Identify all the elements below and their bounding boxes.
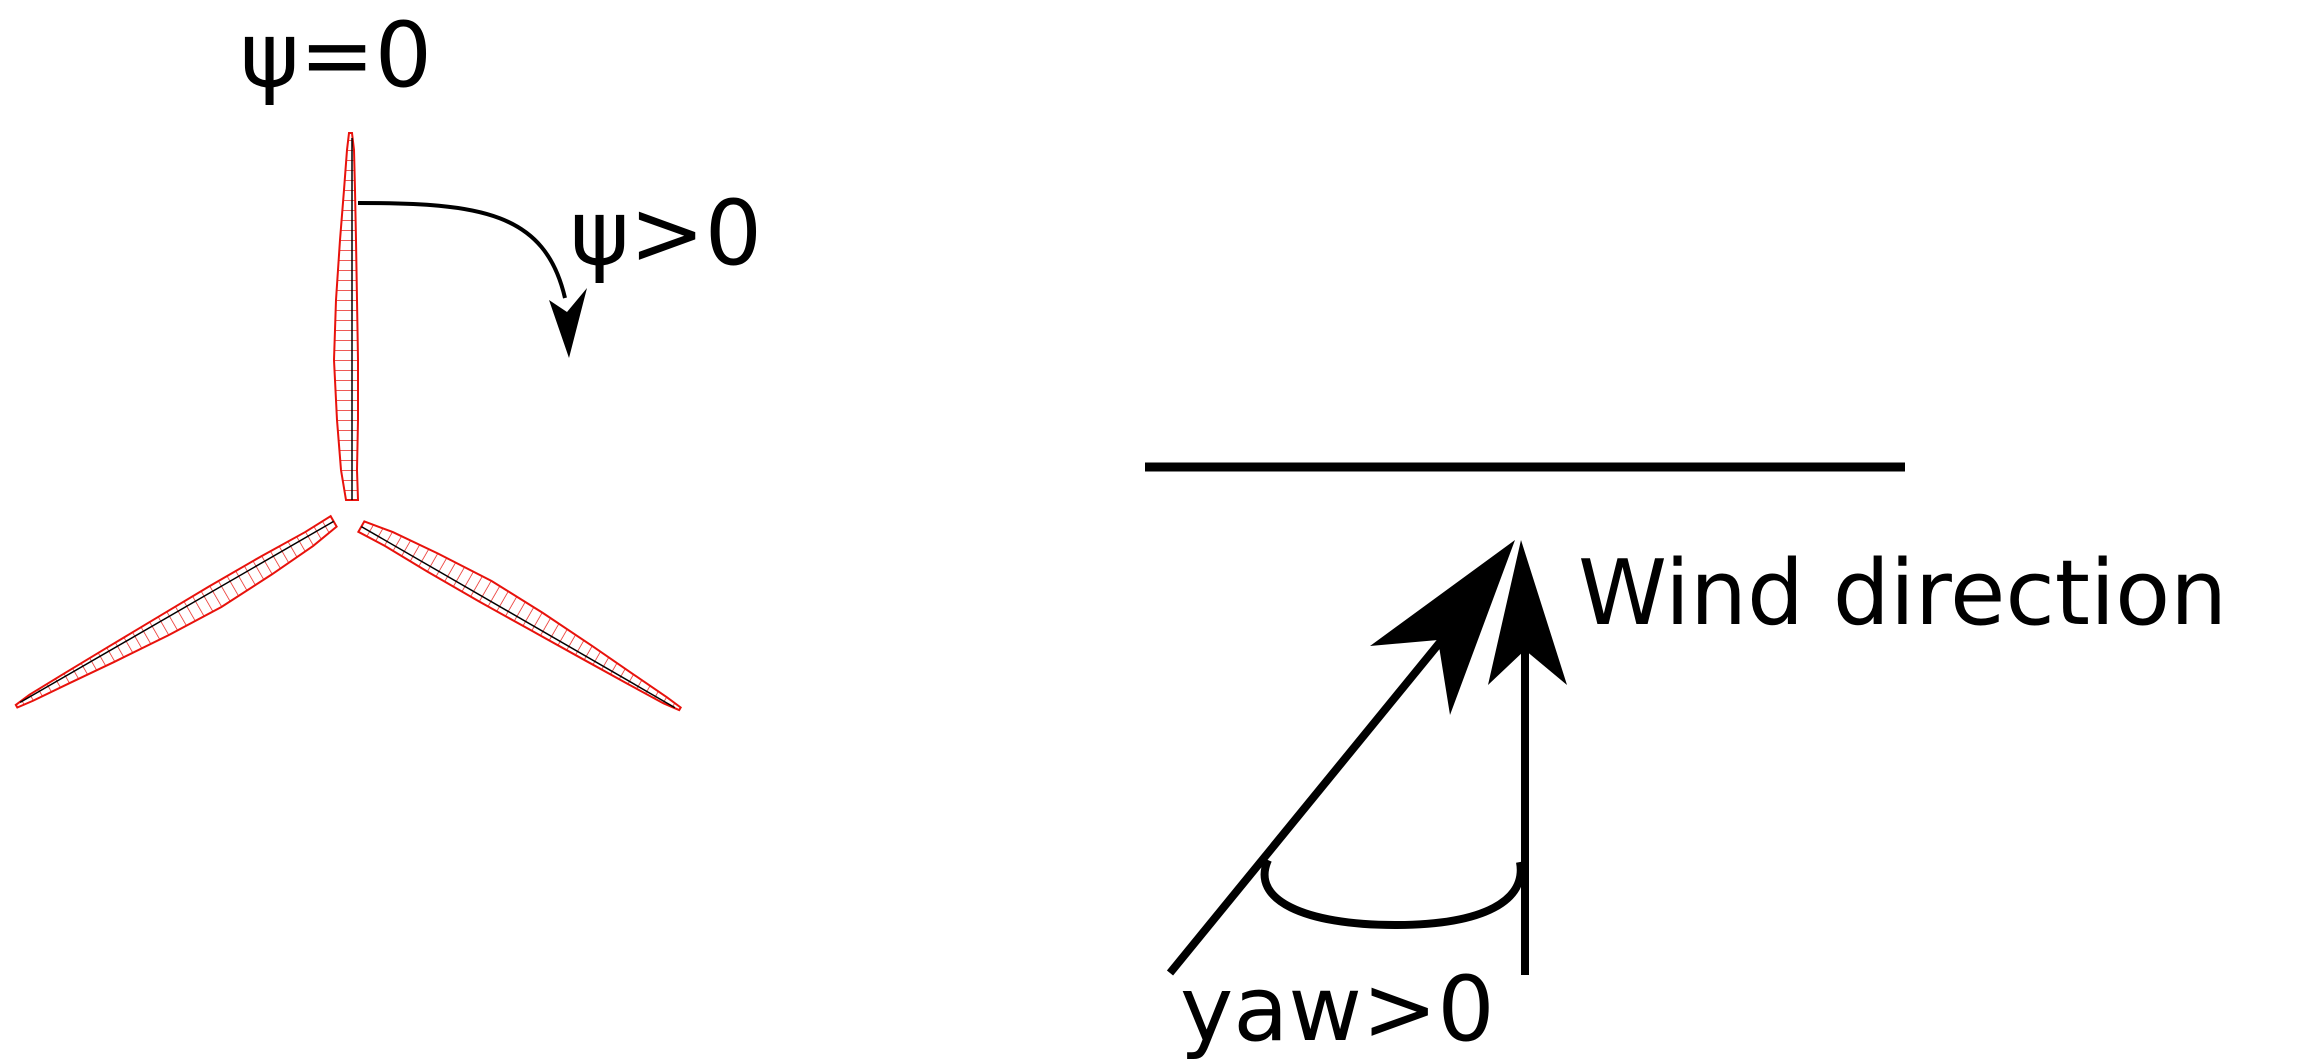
yaw-diagram — [1145, 462, 1905, 976]
rotor — [14, 132, 682, 712]
wind-direction-label: Wind direction — [1578, 541, 2227, 646]
yaw-positive-label: yaw>0 — [1180, 957, 1495, 1062]
azimuth-rotation-arrow — [357, 201, 587, 358]
blade-top — [332, 132, 360, 501]
yawed-axis-arrow — [1166, 540, 1515, 976]
blade-lower-right — [356, 520, 682, 712]
blade-lower-left — [14, 514, 338, 709]
wind-direction-arrow — [1488, 540, 1567, 975]
psi-zero-label: ψ=0 — [240, 3, 432, 108]
psi-positive-label: ψ>0 — [570, 181, 762, 286]
yaw-angle-arc — [1260, 858, 1525, 930]
